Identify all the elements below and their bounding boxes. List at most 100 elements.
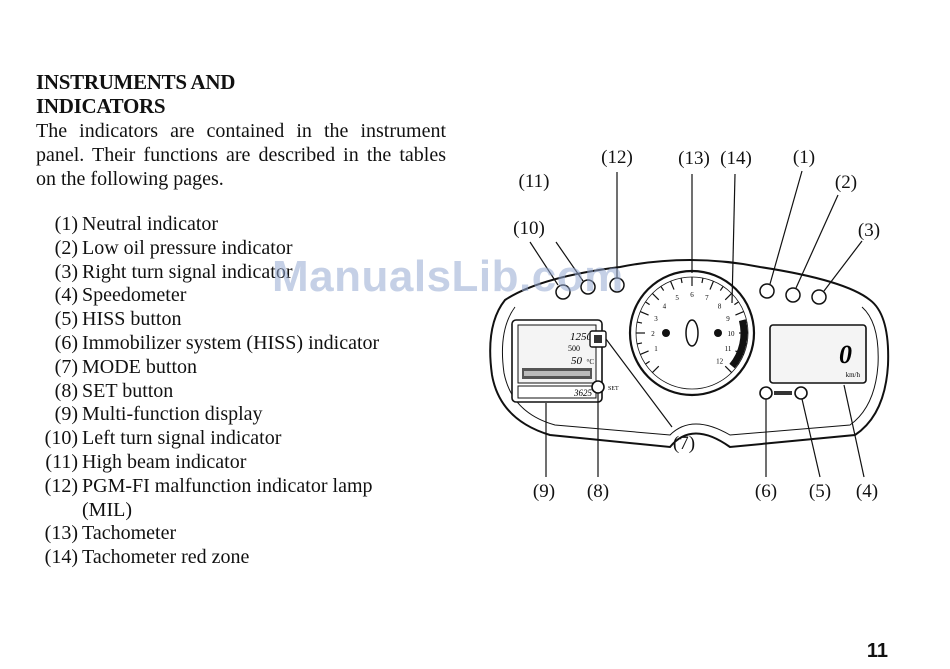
speedometer-value: 0 <box>839 340 852 369</box>
lcd-bar-graph-fill <box>524 371 590 376</box>
tachometer-red-zone <box>729 319 748 369</box>
low-oil-pressure-indicator <box>785 287 801 303</box>
tachometer-tick-label: 11 <box>725 345 732 353</box>
tachometer-tick-label: 7 <box>705 294 709 302</box>
callout-13: (13) <box>678 148 710 169</box>
legend-item: (6)Immobilizer system (HISS) indicator <box>54 331 380 354</box>
tachometer-tick-label: 12 <box>716 358 724 366</box>
watermark: ManualsLib.com <box>272 252 624 301</box>
callout-8: (8) <box>587 481 609 502</box>
legend-item: (8)SET button <box>54 379 174 402</box>
callout-1: (1) <box>793 147 815 168</box>
leader-5 <box>801 398 821 478</box>
tachometer-tick <box>660 286 665 291</box>
callout-10: (10) <box>513 218 545 239</box>
legend-item: (14)Tachometer red zone <box>44 546 250 569</box>
lcd-odo-value: 1250 <box>570 331 593 343</box>
tachometer-tick-label: 9 <box>726 315 730 323</box>
legend-item: (11)High beam indicator <box>45 450 247 473</box>
heading-line-1: INSTRUMENTS AND <box>36 70 236 94</box>
legend-item: (7)MODE button <box>54 355 197 378</box>
leader-10 <box>529 241 559 286</box>
callout-2: (2) <box>835 172 857 193</box>
leader-4 <box>843 384 865 478</box>
set-button-label: SET <box>608 386 619 392</box>
hiss-button[interactable] <box>794 386 808 400</box>
tachometer-tick <box>670 281 675 290</box>
tachometer-tick-label: 6 <box>690 291 694 299</box>
legend-item: (13)Tachometer <box>44 522 177 545</box>
leader-14 <box>731 173 736 304</box>
section-heading: INSTRUMENTS AND INDICATORS <box>36 70 235 118</box>
legend-item: (3)Right turn signal indicator <box>54 260 293 283</box>
speedometer-unit: km/h <box>846 371 861 379</box>
tachometer-tick <box>734 301 739 306</box>
tachometer-needle-hub <box>685 319 699 347</box>
leader-2 <box>795 194 839 289</box>
hiss-label-mark <box>774 391 792 395</box>
speedometer-display <box>769 324 867 384</box>
callout-14: (14) <box>720 148 752 169</box>
tachometer-tick <box>640 350 649 355</box>
leader-3 <box>823 240 863 292</box>
tachometer-tick <box>651 292 660 301</box>
tachometer-tick <box>645 301 650 306</box>
legend-item: (10)Left turn signal indicator <box>44 427 282 450</box>
tachometer-tick <box>724 365 733 374</box>
leader-7 <box>605 338 673 428</box>
legend-item: (MIL) <box>82 498 132 521</box>
tachometer-tick-label: 5 <box>675 294 679 302</box>
tachometer-tick <box>636 321 643 324</box>
lcd-bottom-value: 3625 <box>573 388 593 398</box>
indicator-legend: (1)Neutral indicator (2)Low oil pressure… <box>36 213 380 570</box>
set-button[interactable] <box>591 380 605 394</box>
panel-inner-rim <box>501 306 879 436</box>
callout-5: (5) <box>809 481 831 502</box>
tachometer-tick-label: 1 <box>654 345 658 353</box>
callout-9: (9) <box>533 481 555 502</box>
heading-line-2: INDICATORS <box>36 94 166 118</box>
callout-3: (3) <box>858 220 880 241</box>
tachometer-tick-label: 3 <box>654 315 658 323</box>
tachometer-right-pivot <box>714 329 722 337</box>
tachometer-tick <box>709 281 714 290</box>
lcd-temp-unit: °C <box>587 358 595 366</box>
high-beam-indicator <box>580 279 596 295</box>
tachometer-tick <box>636 342 643 345</box>
legend-item: (2)Low oil pressure indicator <box>54 236 293 259</box>
legend-item: (9)Multi-function display <box>54 403 263 426</box>
leader-1 <box>769 170 803 285</box>
intro-paragraph: The indicators are contained in the inst… <box>36 120 446 190</box>
tachometer-tick <box>640 311 649 316</box>
tachometer-tick-label: 8 <box>718 302 722 310</box>
tachometer-left-pivot <box>662 329 670 337</box>
tachometer-tick <box>719 286 724 291</box>
callout-12: (12) <box>601 147 633 168</box>
tachometer-tick <box>645 360 650 365</box>
legend-item: (5)HISS button <box>54 308 182 331</box>
legend-item: (12)PGM-FI malfunction indicator lamp <box>44 474 373 497</box>
callout-leader-lines <box>529 170 865 478</box>
callout-4: (4) <box>856 481 878 502</box>
legend-item: (4)Speedometer <box>54 284 187 307</box>
right-turn-signal-indicator <box>811 289 827 305</box>
tachometer-tick <box>724 292 733 301</box>
page-number: 11 <box>866 640 888 662</box>
callout-11: (11) <box>519 171 550 192</box>
lcd-temp-value: 50 <box>571 355 583 367</box>
leader-11 <box>555 241 584 282</box>
tachometer-tick <box>651 365 660 374</box>
neutral-indicator <box>759 283 775 299</box>
tachometer-tick <box>701 277 704 284</box>
tachometer-tick <box>680 277 683 284</box>
lcd-trip-value: 500 <box>568 344 580 353</box>
mode-button-face <box>594 335 602 343</box>
tachometer-tick-label: 10 <box>728 330 736 338</box>
tachometer-tick-label: 4 <box>663 302 667 310</box>
hiss-indicator <box>759 386 773 400</box>
tachometer-tick-label: 2 <box>651 330 655 338</box>
tachometer-tick <box>735 311 744 316</box>
